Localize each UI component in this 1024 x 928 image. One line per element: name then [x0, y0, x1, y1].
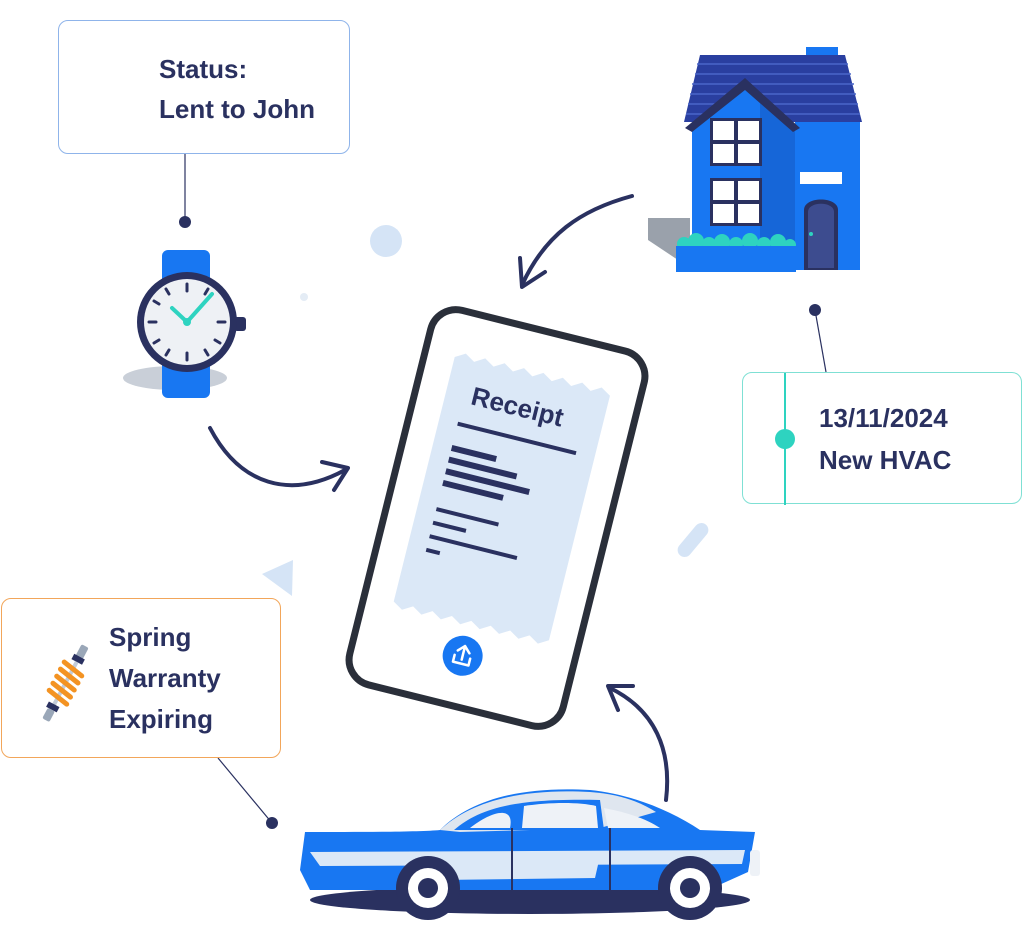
arrow-car-to-phone	[606, 684, 670, 802]
upload-icon[interactable]	[438, 632, 486, 680]
watch-icon	[123, 250, 246, 398]
spring-status: Expiring	[109, 704, 214, 734]
decor-circle	[370, 225, 402, 257]
hvac-card: 13/11/2024 New HVAC	[742, 372, 1022, 505]
decor-triangle	[262, 560, 293, 596]
receipt-paper	[393, 353, 610, 644]
spring-warranty: Warranty	[109, 663, 221, 693]
house-icon	[648, 47, 862, 272]
hvac-date: 13/11/2024	[819, 403, 948, 433]
spring-item: Spring	[109, 622, 192, 652]
status-label: Status:	[159, 54, 248, 84]
spring-card: Spring Warranty Expiring	[1, 598, 281, 758]
arrow-house-to-phone	[518, 194, 634, 289]
car-icon	[300, 789, 760, 920]
arrow-watch-to-phone	[208, 426, 350, 492]
status-connector-dot	[179, 216, 191, 228]
spring-connector-line	[217, 757, 273, 824]
hvac-card-text: 13/11/2024 New HVAC	[819, 397, 951, 481]
shock-absorber-icon	[42, 644, 89, 722]
decor-dot	[300, 293, 308, 301]
decor-pill	[677, 523, 709, 557]
hvac-connector-dot	[809, 304, 821, 316]
spring-connector-dot	[266, 817, 278, 829]
status-value: Lent to John	[159, 94, 315, 124]
hvac-event: New HVAC	[819, 445, 952, 475]
hvac-connector-line	[814, 309, 827, 373]
spring-card-text: Spring Warranty Expiring	[109, 617, 221, 740]
timeline-marker	[775, 373, 795, 505]
phone-icon: Receipt	[345, 306, 649, 730]
status-card-text: Status: Lent to John	[159, 49, 315, 129]
status-card: Status: Lent to John	[58, 20, 350, 154]
